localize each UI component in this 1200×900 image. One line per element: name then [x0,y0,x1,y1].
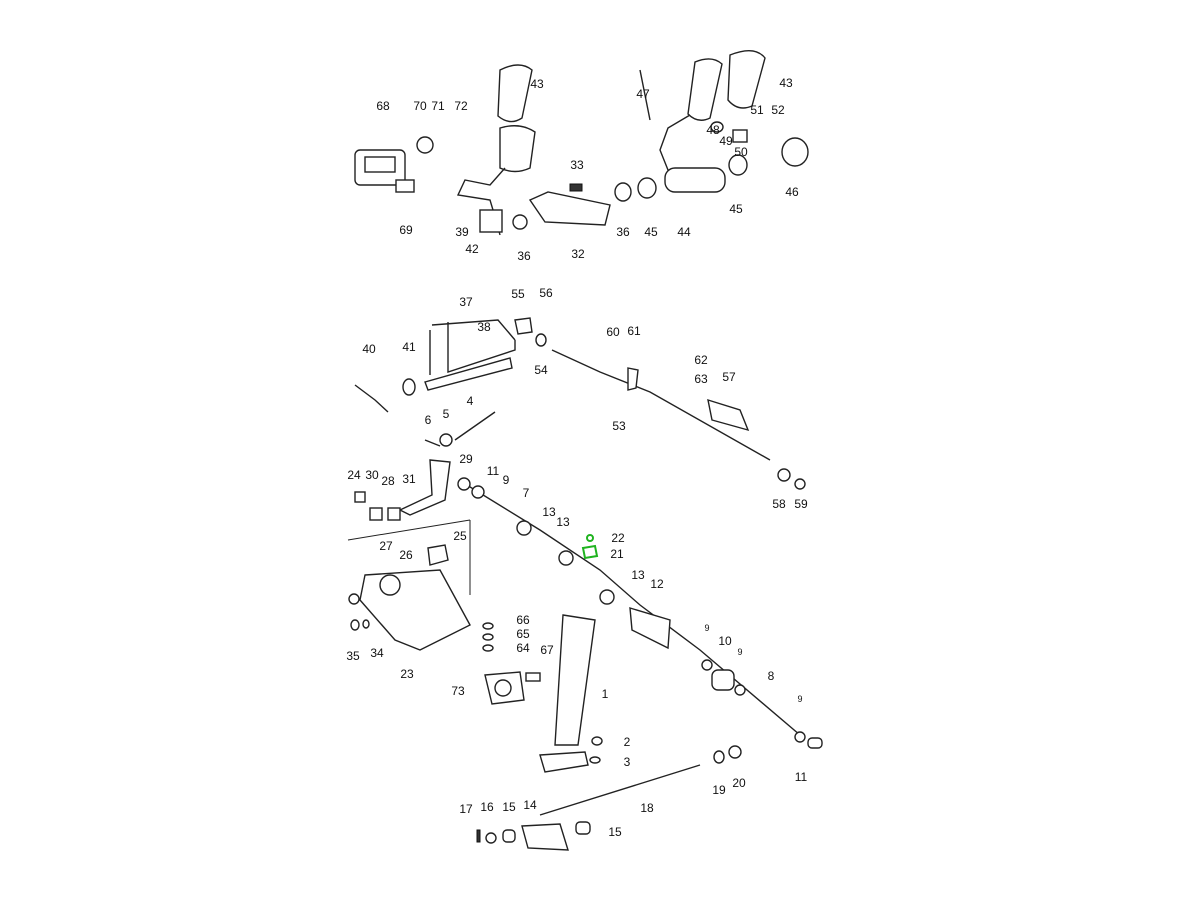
callout: 5 [443,407,450,421]
callout: 69 [399,223,413,237]
callout: 26 [399,548,413,562]
callout: 50 [734,145,748,159]
callout: 20 [732,776,746,790]
callout: 64 [516,641,530,655]
callout: 19 [712,783,726,797]
callout: 24 [347,468,361,482]
callout: 7 [523,486,530,500]
callout: 58 [772,497,786,511]
callout: 9 [737,647,742,657]
callout: 56 [539,286,553,300]
callout: 43 [779,76,793,90]
callout: 8 [768,669,775,683]
callout: 72 [454,99,468,113]
callout: 30 [365,468,379,482]
callout: 60 [606,325,620,339]
callout: 43 [530,77,544,91]
callout-labels: 43 43 47 68 70 71 72 48 51 52 49 50 33 4… [346,76,808,839]
callout: 11 [795,770,808,784]
callout: 38 [477,320,491,334]
callout: 49 [719,134,733,148]
callout: 32 [571,247,585,261]
callout: 65 [516,627,530,641]
callout: 46 [785,185,799,199]
callout: 4 [467,394,474,408]
callout: 45 [644,225,658,239]
callout: 16 [480,800,494,814]
callout: 73 [451,684,465,698]
callout: 35 [346,649,360,663]
callout: 14 [523,798,537,812]
callout: 47 [636,87,650,101]
callout: 44 [677,225,691,239]
callout: 27 [379,539,393,553]
callout: 21 [610,547,624,561]
callout: 36 [616,225,630,239]
callout: 13 [631,568,645,582]
callout: 62 [694,353,708,367]
callout: 9 [704,623,709,633]
callout: 39 [455,225,469,239]
callout: 18 [640,801,654,815]
callout: 2 [624,735,631,749]
callout: 45 [729,202,743,216]
pedal-pad-right [727,50,766,109]
callout: 11 [487,464,500,478]
callout: 70 [413,99,427,113]
callout: 42 [465,242,479,256]
callout: 68 [376,99,390,113]
callout: 13 [542,505,556,519]
callout: 29 [459,452,473,466]
callout: 6 [425,413,432,427]
callout: 57 [722,370,736,384]
pedal-pad-left [497,64,533,123]
throttle-linkage-rod [457,477,823,749]
callout: 13 [556,515,570,529]
callout: 31 [402,472,416,486]
callout: 41 [402,340,416,354]
clutch-pedal-arm [456,125,536,236]
callout: 23 [400,667,414,681]
callout: 51 [750,103,764,117]
pushrod-and-pivot [476,745,742,851]
callout: 34 [370,646,384,660]
callout: 9 [503,473,510,487]
callout: 71 [431,99,445,113]
callout: 61 [627,324,641,338]
accelerator-pedal [484,614,603,773]
pedal-base-bracket [348,544,494,652]
callout: 9 [797,694,802,704]
callout: 22 [611,531,625,545]
throttle-cable [551,349,806,490]
callout: 1 [602,687,609,701]
callout: 36 [517,249,531,263]
brake-pedal-pad [687,58,723,121]
callout: 3 [624,755,631,769]
callout: 17 [459,802,473,816]
callout: 10 [718,634,732,648]
callout: 25 [453,529,467,543]
pedal-linkage [347,317,547,595]
pedal-shaft [416,69,809,230]
callout: 15 [608,825,622,839]
callout: 37 [459,295,473,309]
callout: 67 [540,643,554,657]
callout: 59 [794,497,808,511]
callout: 63 [694,372,708,386]
callout: 12 [650,577,664,591]
callout: 40 [362,342,376,356]
highlighted-clip-21-22 [581,534,599,560]
callout: 48 [706,123,720,137]
callout: 66 [516,613,530,627]
callout: 15 [502,800,516,814]
callout: 33 [570,158,584,172]
callout: 53 [612,419,626,433]
callout: 55 [511,287,525,301]
master-cylinder-reservoir [354,149,415,193]
callout: 28 [381,474,395,488]
callout: 54 [534,363,548,377]
callout: 52 [771,103,785,117]
